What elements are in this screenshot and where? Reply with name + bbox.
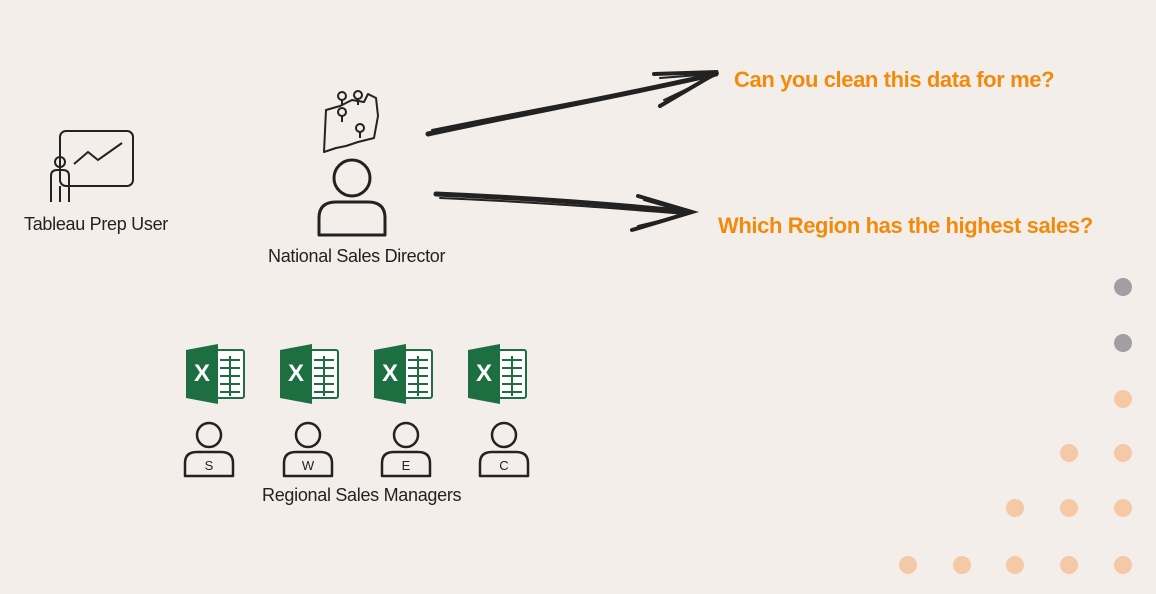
svg-text:X: X — [476, 360, 492, 387]
excel-file-icon: X — [374, 344, 433, 404]
excel-file-icon: X — [186, 344, 245, 404]
svg-text:S: S — [205, 458, 214, 473]
clean-data-question: Can you clean this data for me? — [734, 67, 1055, 92]
excel-file-icon: X — [468, 344, 527, 404]
svg-text:C: C — [499, 458, 508, 473]
managers-label: Regional Sales Managers — [262, 485, 462, 505]
manager-user-icon: S — [183, 421, 235, 478]
svg-text:W: W — [302, 458, 315, 473]
svg-text:E: E — [402, 458, 411, 473]
manager-user-icon: E — [380, 421, 432, 478]
svg-text:X: X — [288, 360, 304, 387]
svg-text:X: X — [194, 360, 210, 387]
director-label: National Sales Director — [268, 246, 446, 266]
highest-sales-question: Which Region has the highest sales? — [718, 213, 1093, 238]
manager-user-icon: W — [282, 421, 334, 478]
manager-user-icon: C — [478, 421, 530, 478]
prep-user-label: Tableau Prep User — [24, 214, 168, 234]
svg-text:X: X — [382, 360, 398, 387]
presenter-icon — [50, 130, 134, 202]
director-user-icon — [317, 158, 387, 237]
map-pins-icon — [323, 90, 379, 153]
excel-file-icon: X — [280, 344, 339, 404]
